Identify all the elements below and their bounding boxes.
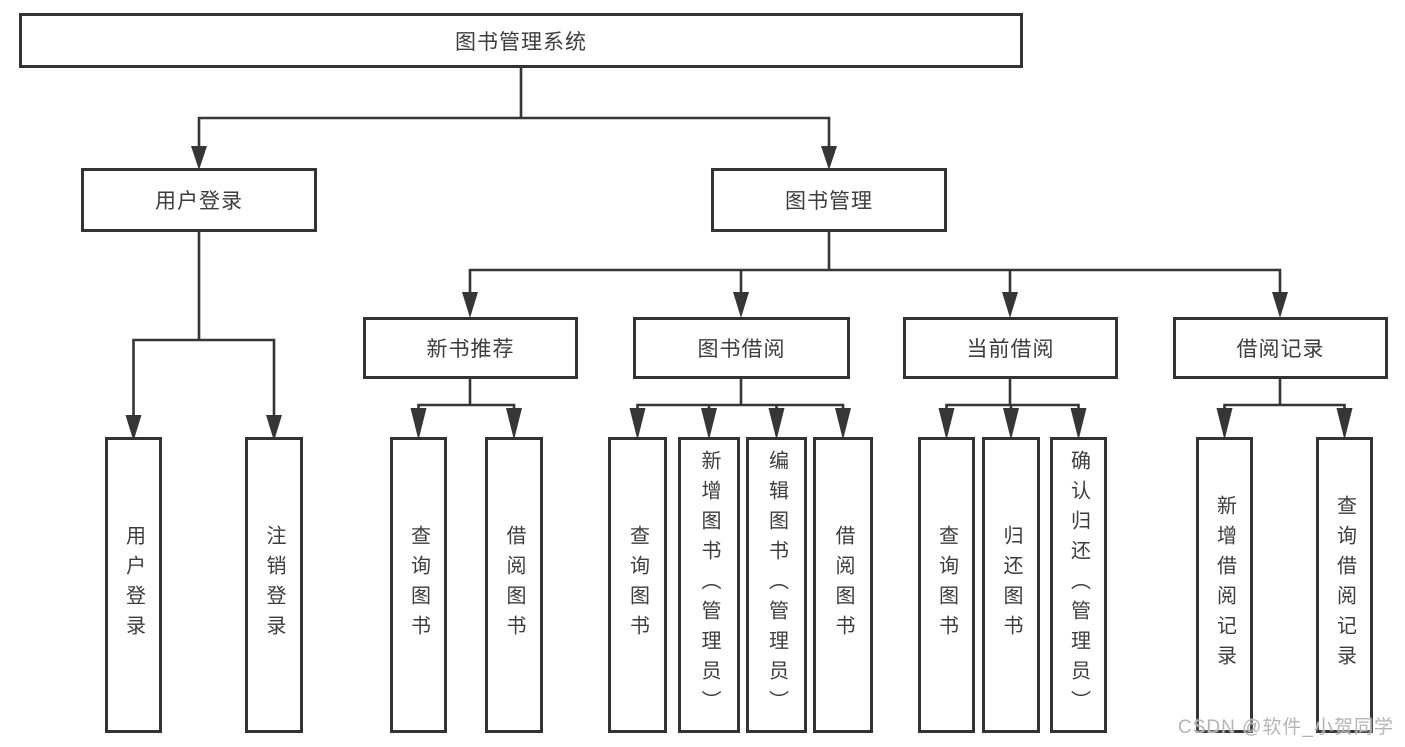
leaf-confirm-return-admin: 确认归还（管理员） [1050, 437, 1107, 733]
leaf-borrow-books: 借阅图书 [813, 437, 873, 733]
leaf-edit-books-admin: 编辑图书（管理员） [746, 437, 807, 733]
leaf-query-borrow-record: 查询借阅记录 [1316, 437, 1373, 733]
csdn-watermark: CSDN @软件_小贺同学 [1178, 717, 1394, 738]
arrowheads [125, 146, 1353, 441]
leaf-user-login: 用户登录 [105, 437, 162, 733]
leaf-logout: 注销登录 [245, 437, 303, 733]
leaf-borrow-books-recommend: 借阅图书 [485, 437, 543, 733]
node-book-management: 图书管理 [711, 168, 947, 232]
node-borrow-record: 借阅记录 [1173, 317, 1388, 379]
node-book-borrow: 图书借阅 [633, 317, 850, 379]
node-new-book-recommend: 新书推荐 [363, 317, 578, 379]
node-user-login: 用户登录 [81, 168, 317, 232]
node-current-borrow: 当前借阅 [903, 317, 1118, 379]
leaf-query-books-current: 查询图书 [918, 437, 975, 733]
leaf-return-books: 归还图书 [982, 437, 1040, 733]
leaf-add-borrow-record: 新增借阅记录 [1196, 437, 1253, 733]
leaf-add-books-admin: 新增图书（管理员） [678, 437, 740, 733]
leaf-query-books-recommend: 查询图书 [390, 437, 447, 733]
leaf-query-books-borrow: 查询图书 [608, 437, 667, 733]
node-root-library-system: 图书管理系统 [19, 13, 1023, 68]
